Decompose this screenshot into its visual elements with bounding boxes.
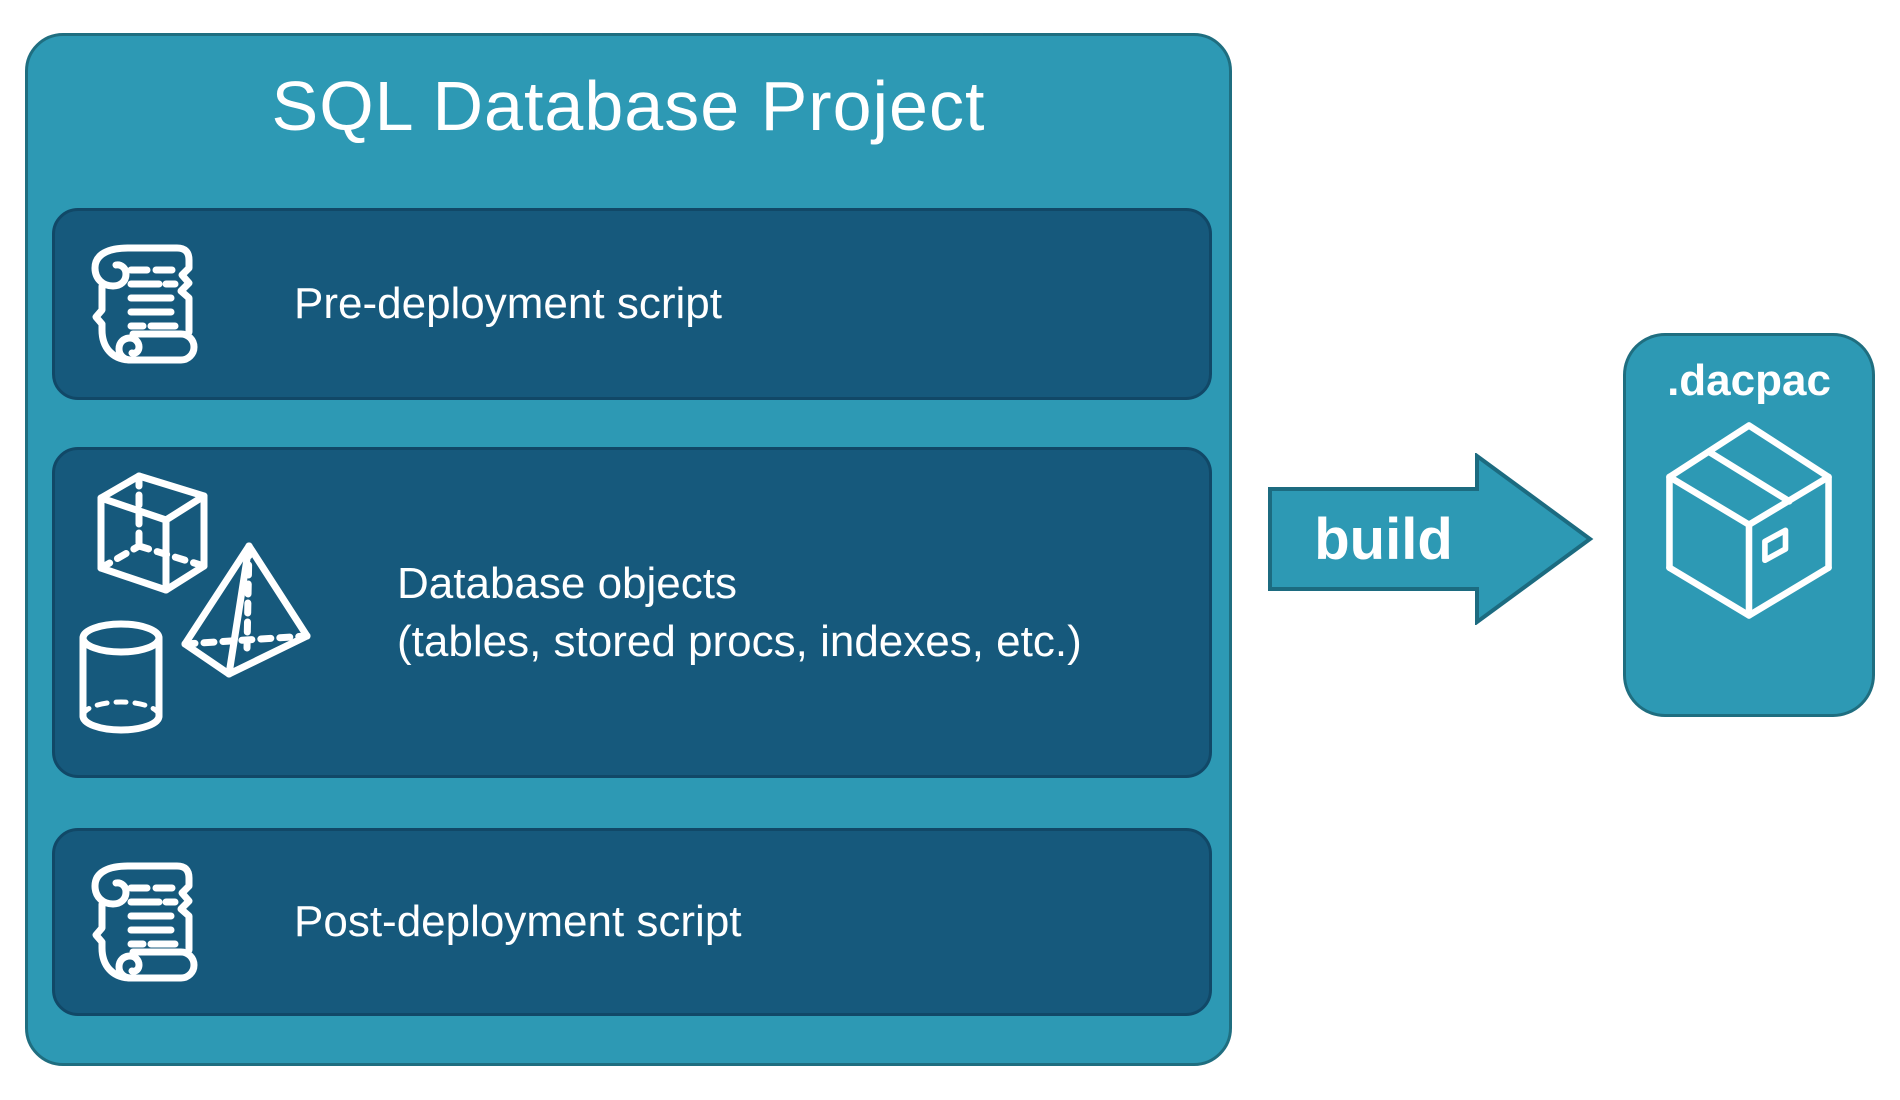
- dacpac-output-box: .dacpac: [1623, 333, 1875, 717]
- database-objects-label-line1: Database objects: [397, 559, 737, 609]
- pre-deployment-script-label: Pre-deployment script: [294, 279, 722, 329]
- database-shapes-icon: [79, 472, 311, 733]
- pre-deployment-script-box: Pre-deployment script: [52, 208, 1212, 400]
- project-title: SQL Database Project: [271, 67, 986, 145]
- database-objects-label: Database objects (tables, stored procs, …: [397, 555, 1082, 669]
- build-arrow: [1268, 452, 1594, 626]
- scroll-icon: [91, 244, 198, 364]
- build-arrow-label: build: [1314, 506, 1453, 572]
- post-deployment-script-box: Post-deployment script: [52, 828, 1212, 1016]
- post-deployment-script-label: Post-deployment script: [294, 897, 742, 947]
- database-objects-box: Database objects (tables, stored procs, …: [52, 447, 1212, 778]
- scroll-icon: [91, 862, 198, 982]
- package-icon: [1666, 422, 1832, 619]
- arrow-right-icon: [1268, 452, 1594, 626]
- dacpac-label: .dacpac: [1667, 356, 1831, 405]
- sql-database-project-container: SQL Database Project Pre-deployment scri…: [25, 33, 1232, 1066]
- database-objects-label-line2: (tables, stored procs, indexes, etc.): [397, 616, 1082, 666]
